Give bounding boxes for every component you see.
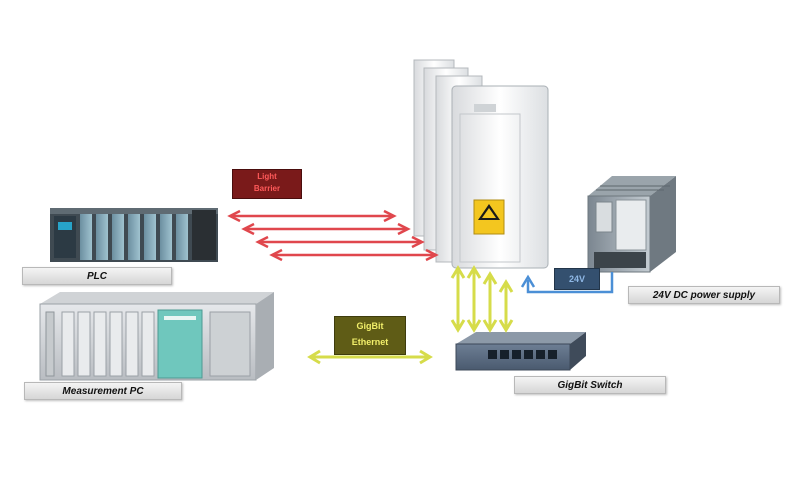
ethernet-arrow-cam-4 <box>498 279 514 333</box>
plc-label: PLC <box>22 267 172 285</box>
gigbit-ethernet-tag-line1: GigBit <box>356 321 384 331</box>
measurement-pc-label: Measurement PC <box>24 382 182 400</box>
gigbit-ethernet-tag: GigBit Ethernet <box>334 316 406 355</box>
light-barrier-arrow-1 <box>227 209 397 223</box>
measurement-pc-device <box>39 292 274 381</box>
power-supply-device <box>587 176 676 273</box>
light-barrier-tag: Light Barrier <box>232 169 302 199</box>
light-barrier-arrow-4 <box>269 248 439 262</box>
light-barrier-arrow-2 <box>241 222 411 236</box>
light-barrier-tag-line1: Light <box>257 172 277 181</box>
voltage-tag: 24V <box>554 268 600 290</box>
gigbit-switch-label: GigBit Switch <box>514 376 666 394</box>
light-barrier-arrow-3 <box>255 235 425 249</box>
plc-device <box>50 208 218 262</box>
ethernet-arrows <box>307 265 514 365</box>
power-supply-label: 24V DC power supply <box>628 286 780 304</box>
light-barrier-arrows <box>227 209 439 262</box>
ethernet-arrow-cam-1 <box>450 265 466 333</box>
ethernet-arrow-cam-2 <box>466 265 482 333</box>
gigbit-ethernet-tag-line2: Ethernet <box>351 337 389 347</box>
camera-stack <box>413 59 549 269</box>
gigbit-switch-device <box>455 332 586 371</box>
ethernet-arrow-pc-switch <box>307 349 433 365</box>
power-line <box>520 272 614 294</box>
light-barrier-tag-line2: Barrier <box>253 184 281 193</box>
ethernet-arrow-cam-3 <box>482 271 498 333</box>
